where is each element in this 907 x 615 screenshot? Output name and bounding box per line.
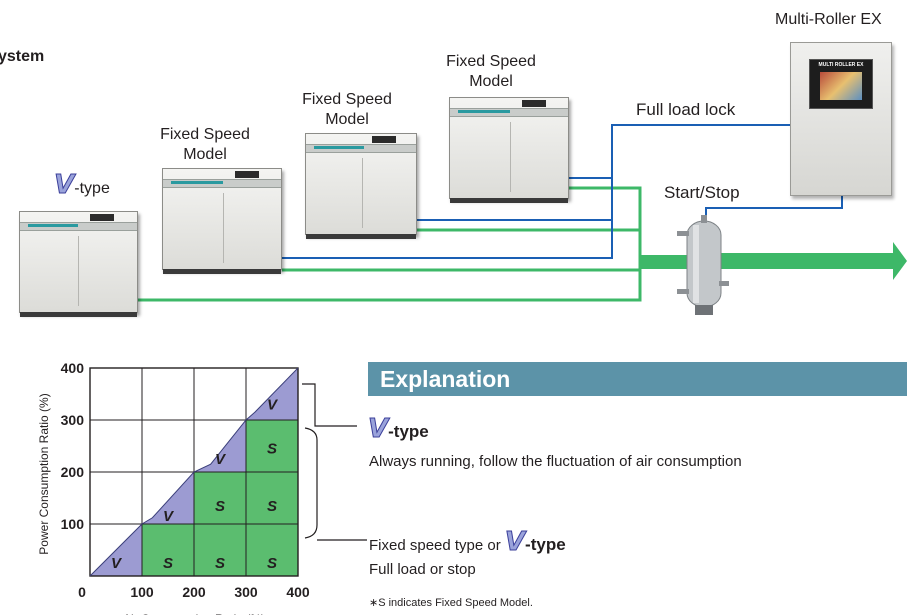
v-type-logo-icon: V — [54, 170, 75, 200]
y-tick-label-200: 200 — [61, 464, 85, 480]
v-type-label: V-type — [42, 170, 122, 200]
fixed-speed-label-3-line1: Fixed Speed — [446, 53, 536, 70]
x-tick-label-200: 200 — [182, 584, 206, 600]
x-axis-label: Air Consumption Ratio (%) — [123, 612, 265, 615]
fixed-speed-label-3-line2: Model — [469, 73, 513, 90]
cell-label-s-5: S — [215, 498, 225, 515]
power-consumption-chart: V S S S V S S V S V 400 300 200 100 0 100 200 300 400Air C… — [37, 360, 310, 615]
cell-label-s-3: S — [267, 555, 277, 572]
fixed-speed-label-1-line1: Fixed Speed — [160, 126, 250, 143]
v-type-compressor — [19, 211, 138, 317]
full-load-lock-label: Full load lock — [636, 100, 736, 119]
fixed-speed-compressor-1 — [162, 168, 282, 274]
footnote: ∗S indicates Fixed Speed Model. — [369, 597, 533, 609]
y-axis-label: Power Consumption Ratio (%) — [37, 393, 51, 554]
cell-label-s-6: S — [267, 498, 277, 515]
cell-label-v-0: V — [111, 555, 123, 572]
fixed-speed-area — [142, 420, 298, 576]
cell-label-v-9: V — [267, 396, 279, 413]
controller-screen: MULTI ROLLER EX — [809, 59, 873, 109]
controller-label: Multi-Roller EX — [775, 11, 882, 28]
mixed-type-logo-icon: V — [504, 527, 526, 558]
fixed-speed-label-1-line2: Model — [183, 146, 227, 163]
y-tick-label-400: 400 — [61, 360, 85, 376]
x-tick-label-0: 0 — [78, 584, 86, 600]
x-tick-label-300: 300 — [234, 584, 258, 600]
main-outlet-line — [714, 253, 894, 269]
tank-outlet-stub — [640, 255, 690, 269]
power-curve-line — [89, 367, 299, 577]
mixed-type-description: Full load or stop — [369, 561, 476, 578]
plot-frame — [89, 367, 299, 577]
cell-label-s-2: S — [215, 555, 225, 572]
fixed-speed-label-2: Fixed Speed Model — [292, 90, 402, 130]
v-type-label-suffix: -type — [74, 180, 110, 197]
controller-panel-text: MULTI ROLLER EX — [818, 62, 864, 68]
main-outlet-arrow — [893, 242, 907, 280]
cell-label-v-7: V — [215, 451, 227, 468]
v-type-description: Always running, follow the fluctuation o… — [369, 453, 742, 470]
cell-label-v-4: V — [163, 508, 175, 525]
mixed-type-suffix: -type — [525, 535, 566, 554]
mixed-type-prefix: Fixed speed type or — [369, 537, 505, 554]
v-type-heading-logo-icon: V — [367, 414, 389, 445]
start-stop-label: Start/Stop — [664, 183, 740, 202]
cell-label-s-8: S — [267, 441, 277, 458]
piping-diagram — [137, 124, 907, 302]
page-title: ystem — [0, 48, 45, 65]
x-tick-label-100: 100 — [130, 584, 154, 600]
air-line-v-type — [137, 262, 642, 302]
fixed-speed-label-2-line2: Model — [325, 111, 369, 128]
fixed-speed-label-3: Fixed Speed Model — [436, 52, 546, 92]
mixed-type-heading: Fixed speed type or V-type — [369, 527, 566, 558]
y-tick-label-300: 300 — [61, 412, 85, 428]
multi-roller-controller: MULTI ROLLER EX — [790, 42, 892, 196]
cell-label-s-1: S — [163, 555, 173, 572]
fixed-speed-label-2-line1: Fixed Speed — [302, 91, 392, 108]
explanation-heading: Explanation — [368, 362, 907, 396]
fixed-speed-compressor-2 — [305, 133, 417, 239]
legend-bracket-lines — [302, 383, 367, 541]
v-type-heading: V-type — [367, 414, 429, 445]
air-line-fixed-3 — [568, 186, 642, 262]
fixed-speed-compressor-3 — [449, 97, 569, 203]
x-tick-label-400: 400 — [286, 584, 310, 600]
v-type-heading-suffix: -type — [388, 422, 429, 441]
y-tick-label-100: 100 — [61, 516, 85, 532]
fixed-speed-label-1: Fixed Speed Model — [150, 125, 260, 165]
signal-line-full-load-lock — [282, 124, 790, 259]
air-receiver-tank-icon — [677, 215, 729, 315]
